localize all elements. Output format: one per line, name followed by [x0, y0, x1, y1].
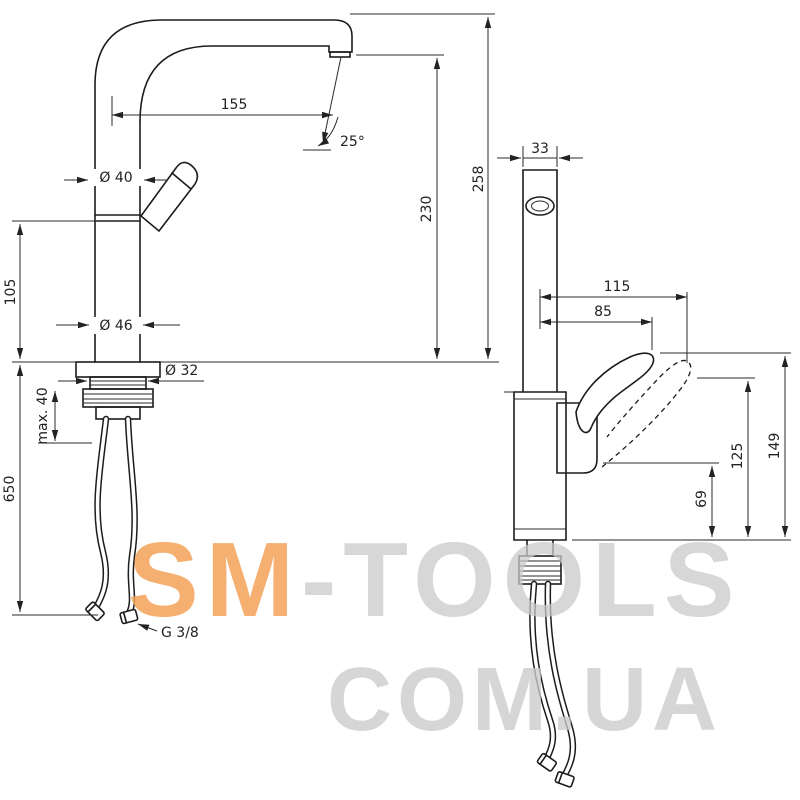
- dim-handle-mid-height: 125: [730, 443, 746, 470]
- hose-fitting: [85, 601, 105, 622]
- front-base: [513, 391, 567, 541]
- handle-cap-line: [171, 172, 192, 190]
- dim-shank-diameter: Ø 32: [165, 363, 198, 379]
- dim-top-width: 33: [531, 141, 549, 157]
- left-view-dimensions: 155 25° Ø 40 105 Ø 46 Ø 32: [2, 13, 499, 641]
- spout-outline: [94, 19, 353, 363]
- mounting-shank: [89, 376, 147, 390]
- dim-handle-reach: 85: [594, 304, 612, 320]
- mixer-body-collar: [94, 214, 141, 222]
- dim-handle-diameter: Ø 40: [99, 170, 132, 186]
- hose-fitting: [536, 752, 558, 772]
- front-view-dimensions: 33 115 85 149 125 69: [497, 141, 791, 541]
- dim-total-height: 258: [471, 166, 487, 193]
- left-view-drawing: [75, 19, 353, 625]
- handle-lever-dashed-position: [601, 359, 692, 468]
- front-mounting-shank: [526, 539, 554, 557]
- handle-lever: [139, 161, 199, 233]
- spout-opening: [525, 196, 555, 216]
- front-view-drawing: [513, 169, 692, 788]
- dim-body-diameter: Ø 46: [99, 318, 132, 334]
- dim-body-height: 105: [3, 279, 19, 306]
- dim-spout-angle: 25°: [340, 134, 365, 150]
- dim-height-to-spout: 230: [419, 196, 435, 223]
- dim-hose-length: 650: [2, 476, 18, 503]
- front-column: [522, 169, 558, 393]
- mounting-nut: [82, 388, 154, 408]
- dim-handle-reach-open: 115: [604, 279, 631, 295]
- label-backing: [90, 317, 142, 334]
- mounting-base-lower: [95, 406, 141, 420]
- dim-handle-top-height: 149: [767, 433, 783, 460]
- dim-spout-reach: 155: [221, 97, 248, 113]
- supply-hoses: [85, 415, 139, 625]
- dim-hose-thread: G 3/8: [161, 625, 199, 641]
- dim-handle-low-height: 69: [694, 490, 710, 508]
- front-supply-hoses: [529, 580, 577, 788]
- front-mounting-nut: [518, 555, 562, 585]
- hose-fitting: [554, 771, 575, 788]
- label-backing: [90, 169, 142, 186]
- hose-fitting: [119, 608, 139, 625]
- aerator-outlet: [329, 51, 351, 58]
- base-escutcheon: [75, 361, 161, 378]
- dim-max-deck-thickness: max. 40: [35, 387, 51, 444]
- handle-lever-front: [575, 352, 655, 434]
